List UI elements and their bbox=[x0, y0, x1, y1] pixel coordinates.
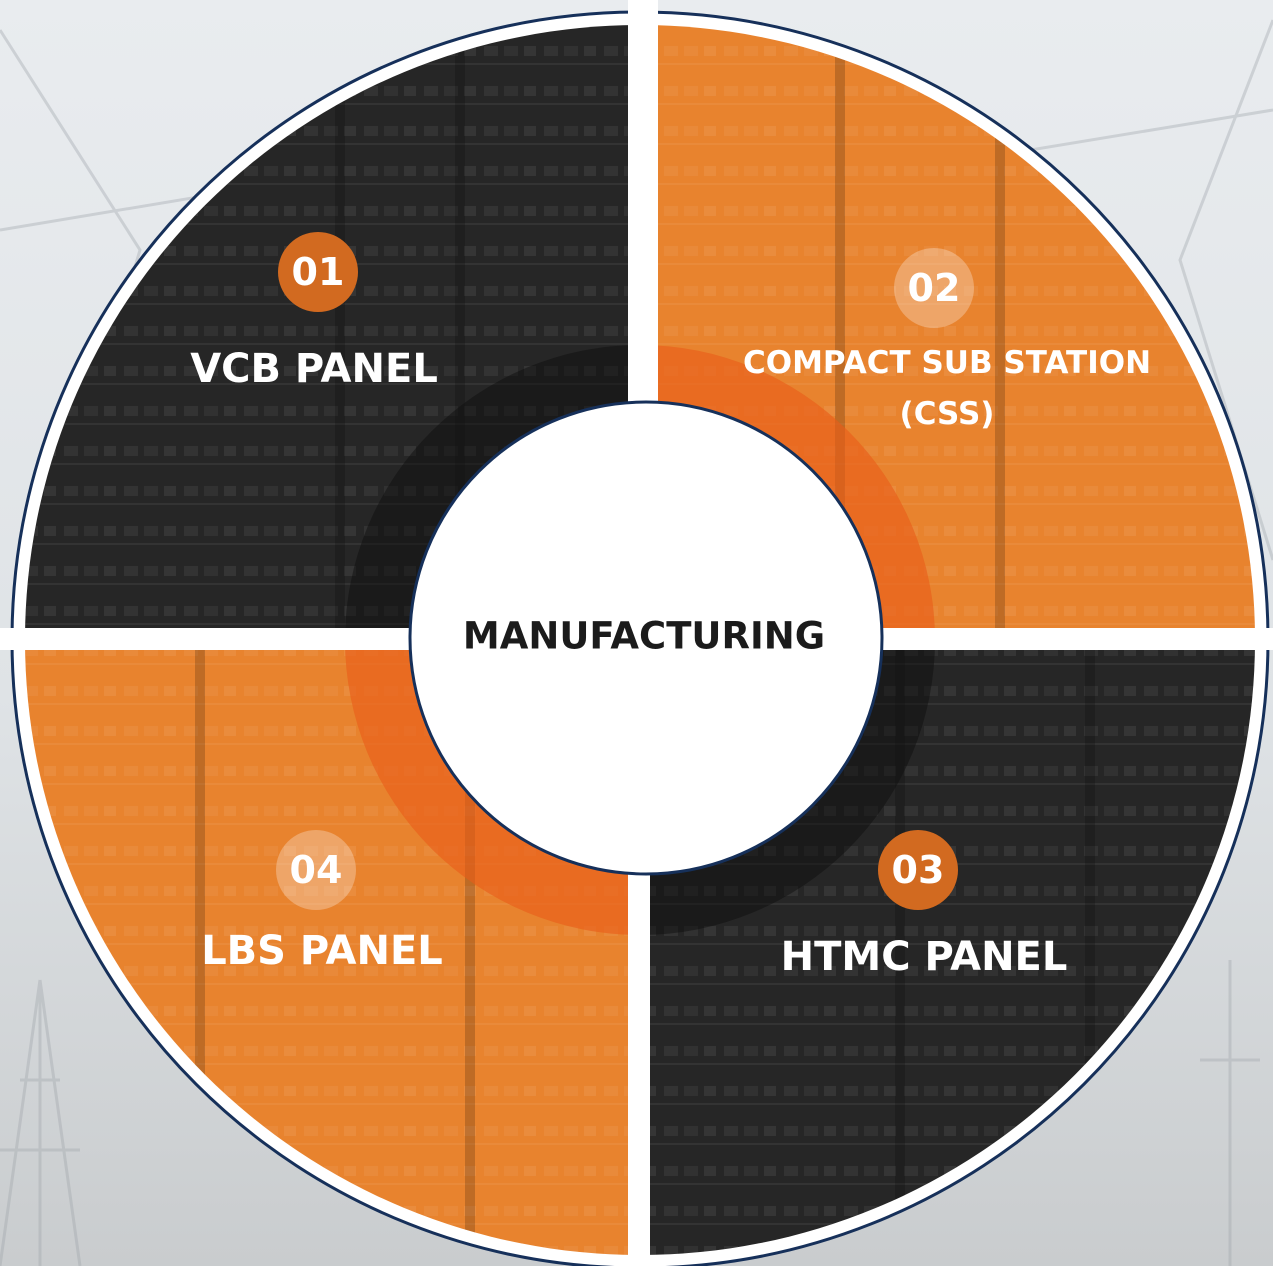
number-badge bbox=[878, 830, 958, 910]
item-03[interactable]: 03 HTMC PANEL bbox=[781, 830, 1068, 980]
center-circle bbox=[408, 400, 884, 876]
number-badge bbox=[276, 830, 356, 910]
item-title-line2: (CSS) bbox=[900, 396, 995, 432]
number-badge bbox=[894, 248, 974, 328]
item-title: VCB PANEL bbox=[190, 346, 438, 392]
number-label: 04 bbox=[290, 848, 343, 892]
item-title-line1: COMPACT SUB STATION bbox=[743, 345, 1151, 381]
item-title: LBS PANEL bbox=[201, 928, 443, 974]
number-label: 03 bbox=[892, 848, 945, 892]
item-02[interactable]: 02 COMPACT SUB STATION (CSS) bbox=[743, 248, 1151, 432]
number-badge bbox=[278, 232, 358, 312]
number-label: 01 bbox=[292, 250, 345, 294]
item-04[interactable]: 04 LBS PANEL bbox=[201, 830, 443, 974]
item-title: HTMC PANEL bbox=[781, 934, 1068, 980]
center-label: MANUFACTURING bbox=[463, 615, 825, 658]
item-01[interactable]: 01 VCB PANEL bbox=[190, 232, 438, 392]
number-label: 02 bbox=[908, 266, 961, 310]
